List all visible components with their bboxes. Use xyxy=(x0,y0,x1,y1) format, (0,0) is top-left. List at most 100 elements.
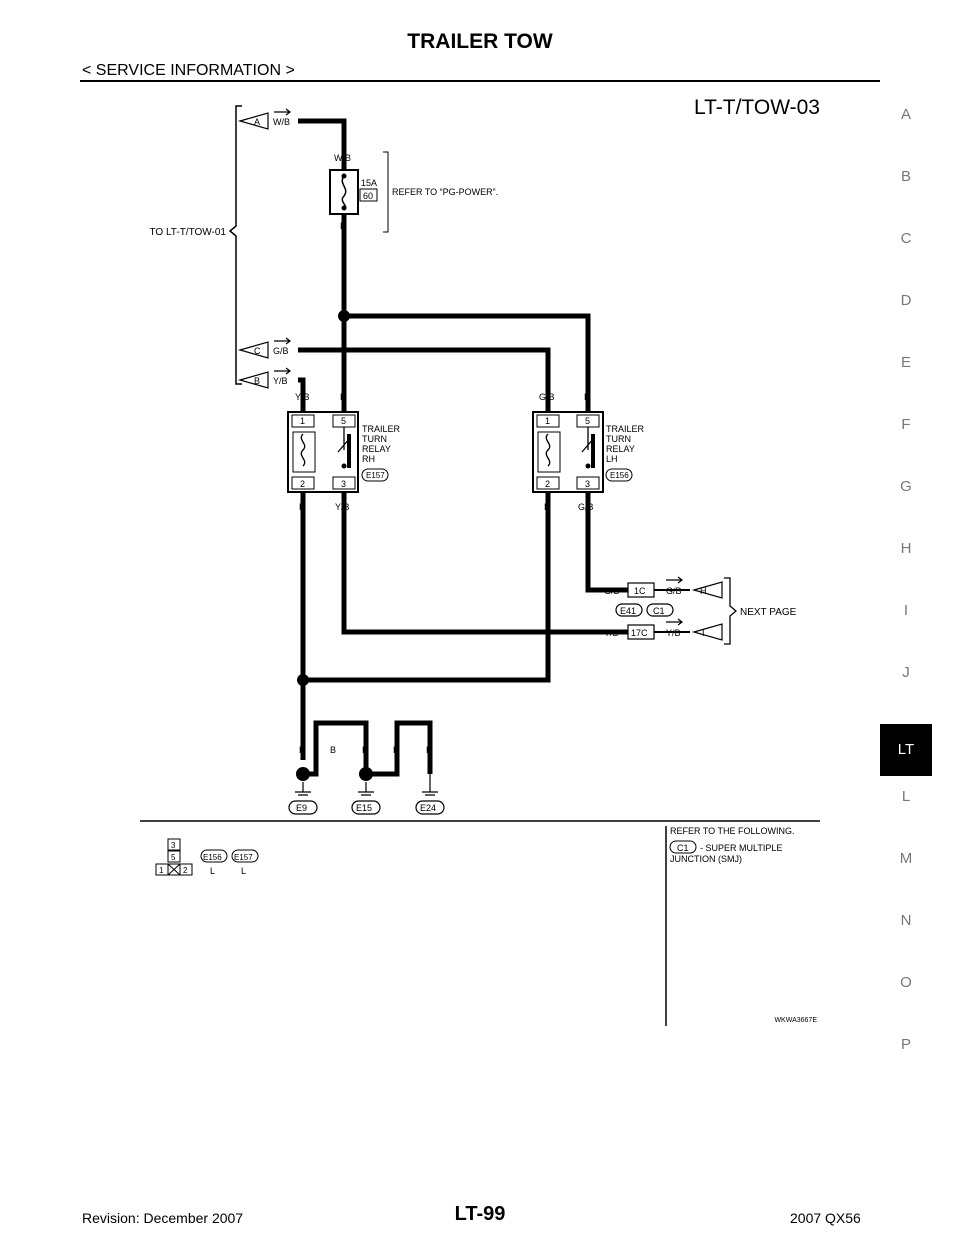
relay-rh-pin1: 1 xyxy=(300,416,305,426)
relay-rh-wire-in1: Y/B xyxy=(295,392,310,402)
relay-rh-line1: TRAILER xyxy=(362,424,401,434)
relay-lh-pin1: 1 xyxy=(545,416,550,426)
junction-wire-h-out: G/B xyxy=(666,586,682,596)
relay-lh-connector: E156 xyxy=(610,471,629,480)
legend-ref-line2: JUNCTION (SMJ) xyxy=(670,854,742,864)
fuse-note: REFER TO “PG-POWER”. xyxy=(392,187,498,197)
connector-b-letter: B xyxy=(254,376,260,386)
fuse-number: 60 xyxy=(363,191,373,201)
legend-pin-3: 3 xyxy=(171,841,176,850)
section-tab-d[interactable]: D xyxy=(900,292,912,309)
to-bracket xyxy=(228,105,242,385)
section-index-tabs: A B C D E F G H I J LT L M N O P xyxy=(880,100,932,1092)
section-tab-c[interactable]: C xyxy=(900,230,912,247)
relay-lh-wire-in1: G/B xyxy=(539,392,555,402)
connector-b-wire: Y/B xyxy=(273,376,288,386)
legend-pin-5: 5 xyxy=(171,853,176,862)
fuse-wire-top: W/B xyxy=(334,153,351,163)
junction-smj xyxy=(615,576,738,645)
fuse-60 xyxy=(329,151,389,233)
junction-smj: C1 xyxy=(653,606,665,616)
splices xyxy=(296,310,373,781)
section-tab-a[interactable]: A xyxy=(900,106,911,123)
fuse-amp: 15A xyxy=(361,178,377,188)
legend-connector-e157: E157 xyxy=(234,853,253,862)
legend-pin-2: 2 xyxy=(183,866,188,875)
ground-e24: E24 xyxy=(420,803,436,813)
relay-lh-pin2: 2 xyxy=(545,479,550,489)
ground-wire-3: B xyxy=(362,745,368,755)
section-tab-f[interactable]: F xyxy=(901,416,911,433)
relay-lh-line3: RELAY xyxy=(606,444,635,454)
header-divider xyxy=(80,80,880,82)
next-page-label: NEXT PAGE xyxy=(740,607,797,618)
fuse-wire-bottom: L xyxy=(340,221,345,231)
relay-lh-line1: TRAILER xyxy=(606,424,645,434)
relay-rh xyxy=(287,411,389,493)
relay-rh-wire-out3: Y/B xyxy=(335,502,350,512)
relay-lh-pin5: 5 xyxy=(585,416,590,426)
legend-pin-1: 1 xyxy=(159,866,164,875)
ground-e9: E9 xyxy=(296,803,307,813)
legend-connector-e156: E156 xyxy=(203,853,222,862)
relay-lh-pin3: 3 xyxy=(585,479,590,489)
relay-rh-pin2: 2 xyxy=(300,479,305,489)
legend-frame xyxy=(140,820,820,1026)
footer-model: 2007 QX56 xyxy=(790,1210,861,1226)
connector-c-wire: G/B xyxy=(273,346,289,356)
junction-connector: E41 xyxy=(620,606,636,616)
relay-rh-connector: E157 xyxy=(366,471,385,480)
relay-rh-line4: RH xyxy=(362,454,375,464)
ground-wire-2: B xyxy=(330,745,336,755)
section-tab-m[interactable]: M xyxy=(899,850,913,867)
ground-wire-4: B xyxy=(393,745,399,755)
section-tab-j[interactable]: J xyxy=(902,664,910,681)
section-tab-l[interactable]: L xyxy=(901,788,911,805)
relay-lh-wire-in5: L xyxy=(584,392,589,402)
ground-symbols xyxy=(288,774,445,815)
section-tab-o[interactable]: O xyxy=(900,974,912,991)
footer-revision: Revision: December 2007 xyxy=(82,1210,244,1226)
relay-lh-wire-out3: G/B xyxy=(578,502,594,512)
connector-flags xyxy=(237,108,291,389)
relay-rh-pin3: 3 xyxy=(341,479,346,489)
junction-pin-h: 1C xyxy=(634,586,646,596)
relay-rh-wire-out2: B xyxy=(299,502,305,512)
section-tab-lt[interactable]: LT xyxy=(880,724,932,776)
relay-rh-line2: TURN xyxy=(362,434,387,444)
section-tab-g[interactable]: G xyxy=(900,478,912,495)
section-tab-i[interactable]: I xyxy=(903,602,909,619)
junction-pin-i: 17C xyxy=(631,628,648,638)
section-tab-b[interactable]: B xyxy=(900,168,911,185)
to-label: TO LT-T/TOW-01 xyxy=(150,227,227,238)
connector-a-wire: W/B xyxy=(273,117,290,127)
section-breadcrumb: < SERVICE INFORMATION > xyxy=(82,62,295,79)
junction-letter-i: I xyxy=(702,628,705,638)
diagram-code: LT-T/TOW-03 xyxy=(694,96,820,119)
junction-wire-i-in: Y/B xyxy=(604,628,619,638)
connector-c-letter: C xyxy=(254,346,261,356)
relay-lh-line2: TURN xyxy=(606,434,631,444)
relay-lh-line4: LH xyxy=(606,454,618,464)
legend-ref-line1: - SUPER MULTIPLE xyxy=(700,843,782,853)
connector-a-letter: A xyxy=(254,117,260,127)
ground-wire-1: B xyxy=(299,745,305,755)
ground-e15: E15 xyxy=(356,803,372,813)
legend-color-e157: L xyxy=(241,866,246,876)
section-tab-n[interactable]: N xyxy=(900,912,912,929)
page-title: TRAILER TOW xyxy=(407,30,553,53)
figure-id: WKWA3667E xyxy=(774,1017,817,1024)
section-tab-p[interactable]: P xyxy=(900,1036,911,1053)
relay-rh-line3: RELAY xyxy=(362,444,391,454)
junction-wire-h-in: G/B xyxy=(604,586,620,596)
legend-refer: REFER TO THE FOLLOWING. xyxy=(670,826,795,836)
relay-lh-wire-out2: B xyxy=(544,502,550,512)
junction-wire-i-out: Y/B xyxy=(666,628,681,638)
legend-ref-connector: C1 xyxy=(677,843,689,853)
footer-page-number: LT-99 xyxy=(454,1203,506,1225)
relay-lh xyxy=(532,411,633,493)
section-tab-h[interactable]: H xyxy=(900,540,912,557)
section-tab-e[interactable]: E xyxy=(900,354,911,371)
junction-letter-h: H xyxy=(700,586,707,596)
